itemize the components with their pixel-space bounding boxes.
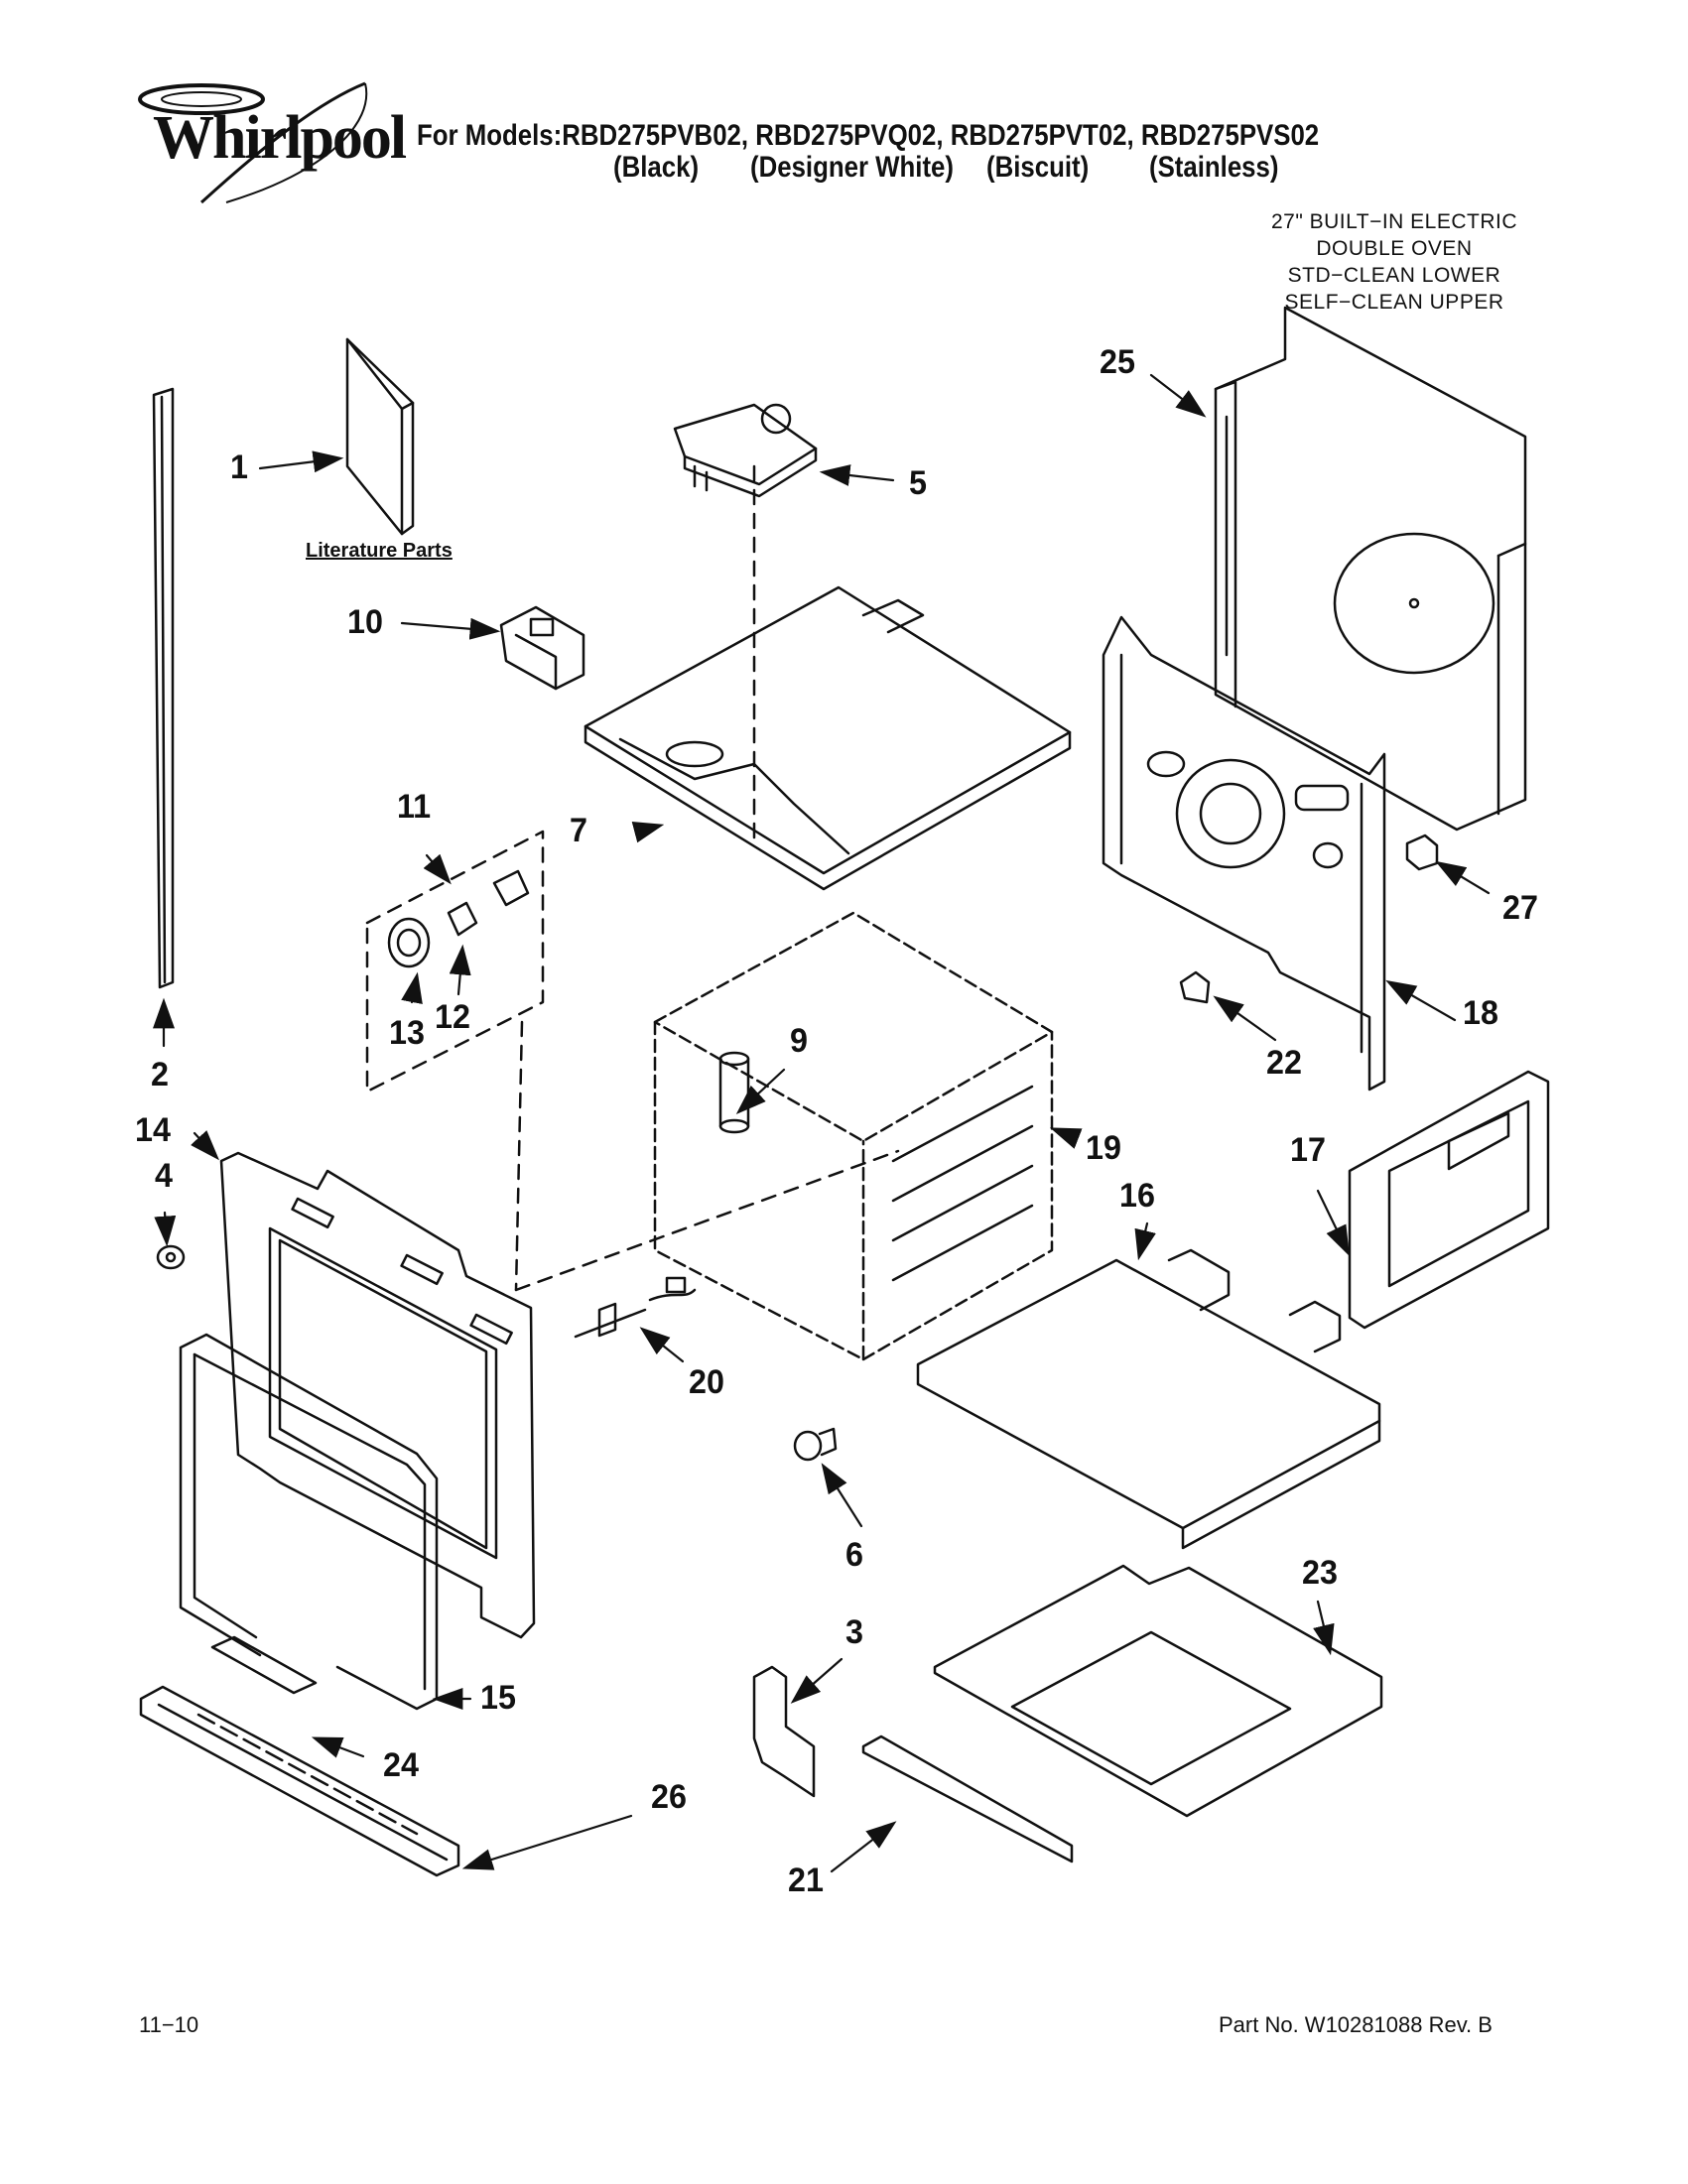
description-line: DOUBLE OVEN (1316, 237, 1473, 260)
part-6-plug (793, 1427, 838, 1462)
cavity-racks (891, 1085, 1034, 1282)
description-line: STD−CLEAN LOWER (1287, 264, 1501, 287)
brand-name: Whirlpool (153, 104, 407, 172)
callout-13: 13 (389, 1014, 425, 1052)
part-24-vent-cover (210, 1635, 318, 1695)
product-description: 27" BUILT−IN ELECTRIC DOUBLE OVEN STD−CL… (1231, 208, 1558, 316)
model-3: RBD275PVT02, (950, 119, 1134, 152)
model-2: RBD275PVQ02, (755, 119, 944, 152)
model-1: RBD275PVB02, (562, 119, 749, 152)
callout-26: 26 (651, 1778, 687, 1816)
part-2-trim-strip (152, 387, 175, 989)
callout-18: 18 (1463, 994, 1498, 1032)
callout-22: 22 (1266, 1044, 1302, 1082)
callout-27: 27 (1502, 889, 1538, 927)
callout-23: 23 (1302, 1554, 1338, 1592)
part-23-lower-pan (933, 1564, 1383, 1818)
leader-line (514, 1149, 900, 1292)
part-19-oven-cavity (653, 911, 1054, 1361)
part-5-latch-assembly (673, 403, 818, 498)
part-number: Part No. W10281088 Rev. B (1219, 2012, 1493, 2037)
part-26-bottom-trim (139, 1685, 460, 1877)
part-9-terminal (718, 1051, 750, 1134)
callout-16: 16 (1119, 1177, 1155, 1215)
color-black: (Black) (613, 151, 700, 184)
callout-20: 20 (689, 1363, 724, 1401)
whirlpool-logo: Whirlpool (127, 64, 407, 212)
callout-12: 12 (435, 998, 470, 1036)
part-20-sensor-probe (574, 1276, 697, 1339)
part-22-sensor-clip (1179, 970, 1211, 1004)
callout-4: 4 (155, 1157, 173, 1195)
callout-arrows (153, 373, 1491, 1873)
part-15-door-gasket (179, 1333, 439, 1711)
callout-25: 25 (1100, 343, 1135, 381)
callout-14: 14 (135, 1111, 171, 1149)
model-4: RBD275PVS02 (1140, 119, 1320, 152)
callout-17: 17 (1290, 1131, 1326, 1169)
part-27-clip (1405, 834, 1439, 871)
part-4-grommet (156, 1244, 186, 1270)
logo-swirl-icon (138, 81, 368, 204)
description-line: 27" BUILT−IN ELECTRIC (1270, 210, 1518, 233)
callout-3: 3 (845, 1613, 863, 1651)
callout-6: 6 (845, 1536, 863, 1574)
part-7-top-panel (584, 585, 1072, 891)
part-11-switch-group (365, 830, 545, 1093)
literature-parts-label: Literature Parts (306, 540, 453, 562)
callout-21: 21 (788, 1862, 824, 1899)
callout-1: 1 (230, 449, 248, 486)
date-code: 11−10 (139, 2012, 199, 2037)
models-prefix: For Models: (417, 119, 563, 152)
part-16-floor-plate (916, 1248, 1381, 1550)
callout-7: 7 (570, 812, 587, 849)
callout-24: 24 (383, 1746, 419, 1784)
color-stainless: (Stainless) (1149, 151, 1279, 184)
models-line: For Models:RBD275PVB02, RBD275PVQ02, RBD… (417, 119, 1319, 153)
part-25-rear-panel (1214, 306, 1527, 832)
part-1-literature (345, 337, 415, 536)
callout-19: 19 (1086, 1129, 1121, 1167)
part-18-rear-panel (1102, 615, 1386, 1092)
part-17-side-panel (1348, 1070, 1550, 1330)
callout-9: 9 (790, 1022, 808, 1060)
part-21-rear-strap (861, 1734, 1074, 1863)
description-line: SELF−CLEAN UPPER (1284, 291, 1504, 314)
leader-line (514, 1020, 524, 1292)
callout-2: 2 (151, 1056, 169, 1093)
color-biscuit: (Biscuit) (986, 151, 1090, 184)
callout-11: 11 (397, 788, 432, 826)
callout-10: 10 (347, 603, 383, 641)
callout-5: 5 (909, 464, 927, 502)
part-14-door-frame (219, 1151, 536, 1639)
color-designer-white: (Designer White) (750, 151, 954, 184)
callout-15: 15 (480, 1679, 516, 1717)
part-3-mounting-bracket (752, 1665, 816, 1798)
part-10-bracket (499, 605, 585, 691)
